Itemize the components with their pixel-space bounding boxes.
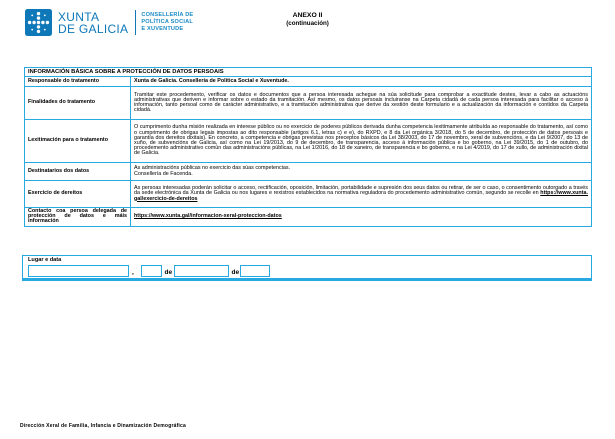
table-row: Destinatarios dos datos As administració… (24, 162, 593, 181)
table-title: INFORMACIÓN BÁSICA SOBRE A PROTECCIÓN DE… (23, 67, 593, 77)
logo-divider (135, 10, 137, 35)
table-title-row: INFORMACIÓN BÁSICA SOBRE A PROTECCIÓN DE… (23, 67, 593, 77)
row-label-responsable: Responsable do tratamento (24, 76, 131, 87)
data-protection-table: INFORMACIÓN BÁSICA SOBRE A PROTECCIÓN DE… (23, 67, 593, 227)
annex-heading: ANEXO II (continuación) (0, 12, 615, 28)
row-label-lexitimacion: Lexitimación para o tratamento (24, 119, 131, 163)
annex-subtitle: (continuación) (286, 20, 329, 27)
data-protection-info-link[interactable]: https://www.xunta.gal/informacion-xeral-… (134, 213, 282, 220)
brand-name: XUNTA DE GALICIA (58, 11, 128, 35)
exercicio-text: As persoas interesadas poderán solicitar… (134, 185, 589, 197)
annex-title: ANEXO II (292, 12, 323, 19)
department-name: CONSELLERÍA DE POLÍTICA SOCIAL E XUVENTU… (141, 12, 193, 33)
day-input[interactable] (141, 265, 162, 277)
row-value-finalidades: Tramitar este procedemento, verificar os… (129, 86, 593, 120)
table-row: Finalidades do tratamento Tramitar este … (24, 86, 593, 120)
table-row: Contacto coa persoa delegada de protecci… (24, 207, 593, 227)
row-label-contacto: Contacto coa persoa delegada de protecci… (24, 207, 131, 227)
table-row: Responsable do tratamento Xunta de Galic… (24, 76, 593, 87)
de-separator-2: de (231, 269, 240, 276)
row-value-contacto: https://www.xunta.gal/informacion-xeral-… (129, 207, 593, 227)
footer-directorate: Dirección Xeral de Familia, Infancia e D… (20, 423, 186, 429)
xunta-logo: XUNTA DE GALICIA CONSELLERÍA DE POLÍTICA… (25, 9, 193, 36)
month-input[interactable] (174, 265, 229, 277)
row-label-finalidades: Finalidades do tratamento (24, 86, 131, 120)
exercicio-rights-link[interactable]: https://www.xunta.gal/exercicio-de-derei… (134, 190, 589, 202)
year-input[interactable] (240, 265, 270, 277)
table-row: Lexitimación para o tratamento O cumprim… (24, 119, 593, 163)
place-date-label: Lugar e data (28, 257, 62, 263)
dept-line3: E XUVENTUDE (141, 26, 184, 32)
row-value-responsable: Xunta de Galicia. Consellería de Polític… (129, 76, 593, 87)
dept-line1: CONSELLERÍA DE (141, 12, 194, 18)
comma-separator: , (132, 269, 134, 276)
row-label-destinatarios: Destinatarios dos datos (24, 162, 131, 181)
place-input[interactable] (28, 265, 129, 277)
table-row: Exercicio de dereitos As persoas interes… (24, 180, 593, 208)
place-date-section: Lugar e data , de de (22, 255, 592, 281)
row-value-exercicio: As persoas interesadas poderán solicitar… (129, 180, 593, 208)
brand-line1: XUNTA (58, 9, 100, 24)
row-value-destinatarios: As administracións públicas no exercicio… (129, 162, 593, 181)
de-separator-1: de (164, 269, 173, 276)
xunta-logo-icon (25, 9, 52, 36)
dept-line2: POLÍTICA SOCIAL (141, 19, 193, 25)
brand-line2: DE GALICIA (58, 21, 129, 36)
row-value-lexitimacion: O cumprimento dunha misión realizada en … (129, 119, 593, 163)
row-label-exercicio: Exercicio de dereitos (24, 180, 131, 208)
